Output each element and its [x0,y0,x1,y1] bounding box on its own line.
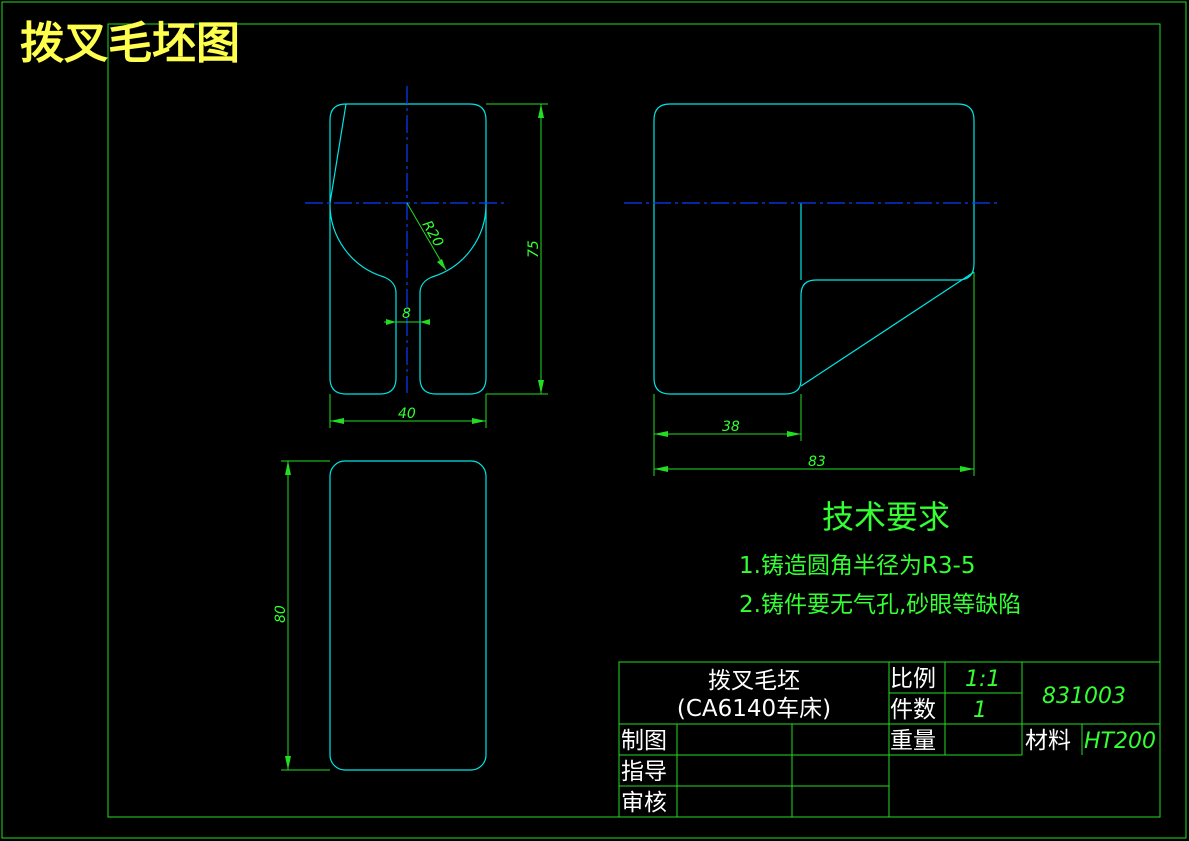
tech-requirement-2: 2.铸件要无气孔,砂眼等缺陷 [739,592,1021,618]
scale-label: 比例 [890,666,936,692]
instructor-label: 指导 [621,759,667,785]
slot-dimension: 8 [402,306,411,322]
height-arrow-bottom [538,380,544,394]
side-view-outline [653,103,975,395]
slot-arrow-right [420,319,430,325]
height-arrow-top [538,104,544,118]
title-block: 拨叉毛坯 (CA6140车床) 比例 1:1 件数 1 重量 材料 HT200 … [618,661,1161,818]
bottom-view-outline [329,460,487,771]
front-view: R20 75 8 40 [305,86,548,428]
step-dimension: 38 [722,419,740,435]
inner-border [107,23,1161,818]
side-width-arrow-right [960,466,974,472]
radius-dimension: R20 [419,218,447,250]
tech-requirement-1: 1.铸造圆角半径为R3-5 [739,553,976,579]
side-rib-edge [800,271,975,387]
reviewer-label: 审核 [621,790,667,816]
part-subtitle: (CA6140车床) [677,696,831,722]
drawing-title: 拨叉毛坯图 [20,18,240,69]
slot-arrow-left [386,319,396,325]
side-width-arrow-left [654,466,668,472]
width-arrow-right [472,418,486,424]
step-arrow-left [654,431,668,437]
weight-label: 重量 [890,728,936,754]
material-value: HT200 [1084,729,1156,754]
side-width-dimension: 83 [808,454,826,470]
bottom-height-dimension: 80 [273,605,289,623]
bottom-view: 80 [273,460,487,771]
quantity-value: 1 [973,698,987,723]
scale-value: 1:1 [965,667,1000,692]
radius-arrow [437,259,446,270]
tech-requirements-title: 技术要求 [822,498,950,536]
bottom-arrow-bottom [285,756,291,770]
width-arrow-left [330,418,344,424]
side-view: 38 83 [624,103,1000,476]
radius-leader [406,202,447,271]
step-arrow-right [787,431,801,437]
drawn-by-label: 制图 [621,728,667,754]
quantity-label: 件数 [890,697,936,723]
drawing-number: 831003 [1042,684,1126,709]
bottom-arrow-top [285,461,291,475]
width-dimension: 40 [398,406,416,422]
height-dimension: 75 [526,240,542,258]
front-view-outline [329,103,487,395]
material-label: 材料 [1025,728,1071,754]
part-name: 拨叉毛坯 [708,668,800,694]
